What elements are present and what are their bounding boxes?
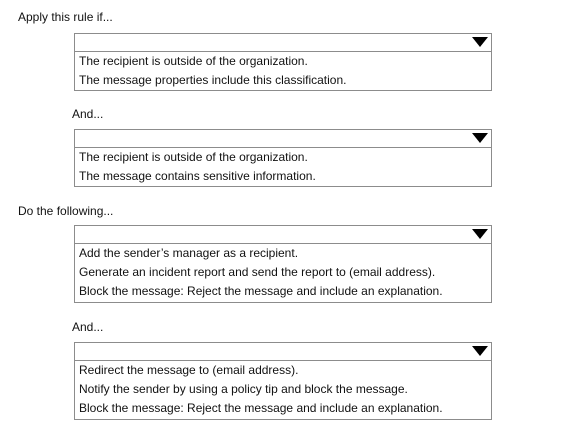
condition-dropdown-2[interactable]: The recipient is outside of the organiza…	[74, 129, 492, 187]
action-dropdown-2-selected[interactable]	[75, 343, 491, 361]
and-label-2: And...	[72, 320, 104, 334]
dropdown-option[interactable]: Add the sender’s manager as a recipient.	[79, 246, 299, 260]
dropdown-option[interactable]: The recipient is outside of the organiza…	[79, 54, 308, 68]
caret-down-icon[interactable]	[472, 133, 488, 143]
dropdown-option[interactable]: Block the message: Reject the message an…	[79, 284, 443, 298]
apply-rule-heading: Apply this rule if...	[18, 10, 113, 24]
dropdown-option[interactable]: Notify the sender by using a policy tip …	[79, 382, 408, 396]
condition-dropdown-1-options: The recipient is outside of the organiza…	[75, 52, 491, 90]
condition-dropdown-2-selected[interactable]	[75, 130, 491, 148]
caret-down-icon[interactable]	[472, 346, 488, 356]
condition-dropdown-2-options: The recipient is outside of the organiza…	[75, 148, 491, 186]
action-dropdown-2-options: Redirect the message to (email address).…	[75, 361, 491, 418]
and-label-1: And...	[72, 107, 104, 121]
condition-dropdown-1[interactable]: The recipient is outside of the organiza…	[74, 33, 492, 91]
action-dropdown-2[interactable]: Redirect the message to (email address).…	[74, 342, 492, 420]
dropdown-option[interactable]: The recipient is outside of the organiza…	[79, 150, 308, 164]
do-following-heading: Do the following...	[18, 204, 114, 218]
dropdown-option[interactable]: The message properties include this clas…	[79, 73, 347, 87]
action-dropdown-1-options: Add the sender’s manager as a recipient.…	[75, 244, 491, 301]
dropdown-option[interactable]: Generate an incident report and send the…	[79, 265, 436, 279]
action-dropdown-1[interactable]: Add the sender’s manager as a recipient.…	[74, 225, 492, 303]
action-dropdown-1-selected[interactable]	[75, 226, 491, 244]
condition-dropdown-1-selected[interactable]	[75, 34, 491, 52]
caret-down-icon[interactable]	[472, 229, 488, 239]
dropdown-option[interactable]: Block the message: Reject the message an…	[79, 401, 443, 415]
dropdown-option[interactable]: The message contains sensitive informati…	[79, 169, 316, 183]
caret-down-icon[interactable]	[472, 37, 488, 47]
dropdown-option[interactable]: Redirect the message to (email address).	[79, 363, 299, 377]
